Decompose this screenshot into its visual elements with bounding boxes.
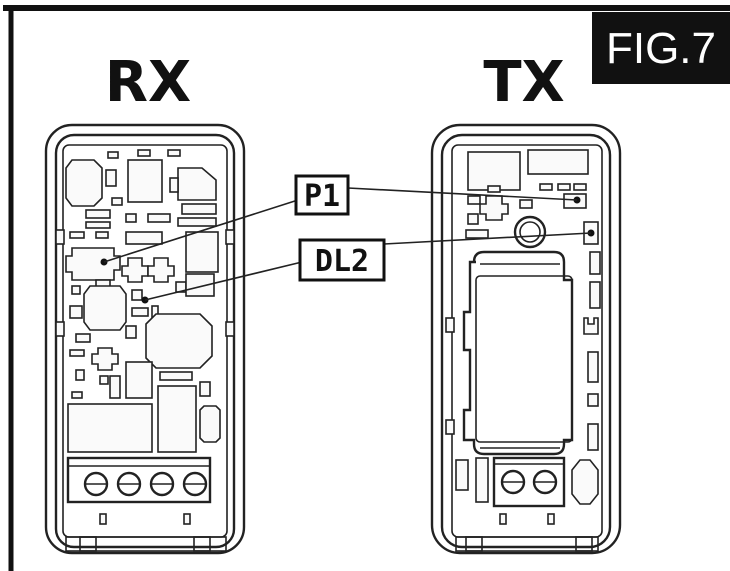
callout-p1-label: P1 bbox=[304, 179, 340, 214]
rx-terminal-screws bbox=[83, 471, 208, 497]
callout-p1: P1 bbox=[103, 174, 578, 263]
callout-dl2-label: DL2 bbox=[315, 244, 369, 279]
tx-board bbox=[430, 123, 622, 555]
rx-board bbox=[44, 123, 246, 555]
figure-tag: FIG.7 bbox=[592, 12, 730, 84]
tx-terminal-screws bbox=[500, 469, 558, 495]
page-frame bbox=[3, 5, 730, 571]
tx-label: TX bbox=[483, 50, 564, 115]
callout-dl2: DL2 bbox=[144, 232, 592, 301]
figure-label: FIG.7 bbox=[606, 24, 716, 73]
rx-label: RX bbox=[105, 50, 191, 115]
